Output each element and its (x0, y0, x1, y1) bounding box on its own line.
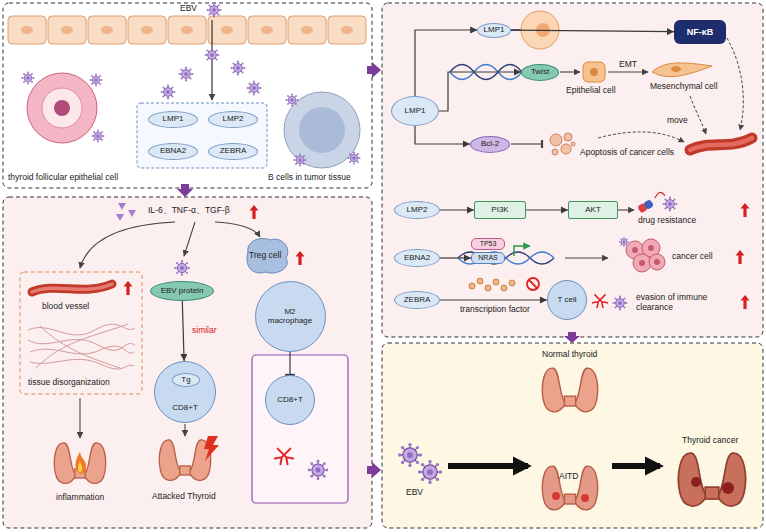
node-text: CD8+T (172, 403, 198, 412)
ebv-entry (137, 3, 267, 168)
node-text: LMP1 (405, 106, 426, 115)
connector (289, 352, 290, 376)
annotation: inflammation (56, 493, 104, 503)
annotation: transcription factor (460, 305, 530, 315)
process-box: PI3K (474, 201, 526, 219)
epithelium (8, 16, 366, 44)
node-text: EBNA2 (404, 253, 430, 262)
factor-oval: Bcl-2 (470, 136, 510, 153)
annotation: Mesenchymal cell (650, 82, 718, 92)
protein-oval: LMP2 (208, 111, 258, 128)
annotation: Attacked Thyroid (152, 492, 216, 502)
gene-tag: NRAS (471, 252, 505, 264)
factor-oval: Twist (521, 64, 559, 81)
protein-oval: LMP2 (394, 201, 440, 219)
annotation: Thyroid cancer (682, 436, 738, 446)
annotation: Apoptosis of cancer cells (580, 148, 674, 158)
lmp1-pathway (450, 11, 752, 155)
connector (511, 30, 674, 32)
annotation: evasion of immune clearance (636, 293, 716, 313)
lmp2-pathway (618, 192, 750, 217)
node-text: M2 macrophage (265, 307, 315, 325)
protein-oval: LMP1 (391, 96, 439, 126)
node-text: NRAS (478, 254, 497, 262)
annotation: Treg cell (249, 251, 281, 261)
cell-circle: T cell (547, 280, 587, 320)
annotation: move (667, 116, 688, 126)
outcome (398, 368, 746, 510)
antigen-oval: Tg (172, 373, 200, 387)
annotation: Epithelial cell (566, 86, 616, 96)
node-text: NF-κB (687, 27, 714, 37)
protein-oval: ZEBRA (208, 143, 258, 160)
node-text: CD8+T (277, 395, 303, 404)
annotation: blood vessel (42, 302, 89, 312)
nuclei (21, 26, 353, 34)
connector (440, 209, 474, 210)
process-box: NF-κB (674, 20, 726, 44)
connector (415, 30, 477, 96)
immunosuppression (247, 239, 348, 504)
connector (440, 299, 547, 300)
node-text: ZEBRA (220, 146, 247, 155)
annotation: drug resistance (638, 216, 696, 226)
cell-circle: CD8+T (265, 375, 315, 425)
annotation: AITD (559, 472, 578, 482)
panels (3, 3, 763, 528)
connector (439, 72, 521, 111)
cell-circle: CD8+T Tg (154, 361, 216, 423)
node-text: TP53 (480, 240, 497, 248)
edge-label: similar (192, 326, 217, 336)
connector (415, 126, 470, 144)
cytokines (80, 203, 260, 268)
annotation: EBV (406, 488, 423, 498)
gene-tag: TP53 (471, 238, 505, 250)
cell-circle: M2 macrophage (255, 281, 326, 352)
annotation: tissue disorganization (28, 378, 110, 388)
process-box: AKT (568, 201, 618, 219)
annotation: EMT (619, 60, 637, 70)
node-text: LMP2 (407, 205, 428, 214)
node-text: AKT (585, 205, 601, 214)
annotation: B cells in tumor tissue (268, 173, 351, 183)
node-text: LMP1 (484, 25, 505, 34)
node-text: Bcl-2 (481, 139, 499, 148)
annotation: Normal thyroid (542, 350, 597, 360)
connector (182, 301, 184, 361)
node-text: LMP1 (163, 114, 184, 123)
annotation: EBV (180, 4, 197, 14)
ebna2-pathway (458, 237, 745, 272)
node-text: EBV protein (161, 286, 204, 295)
node-text: Tg (181, 375, 190, 384)
protein-oval: EBNA2 (394, 249, 440, 267)
vessel-tissue (20, 272, 142, 483)
annotation: IL-6、TNF-α、TGF-β (148, 206, 230, 216)
b-cell (284, 92, 361, 168)
thyroid-follicle (21, 71, 104, 143)
node-text: PI3K (491, 205, 508, 214)
node-text: EBNA2 (160, 146, 186, 155)
annotation: cancer cell (672, 252, 713, 262)
connector (526, 209, 568, 210)
panel-arrows (177, 62, 580, 478)
node-text: T cell (558, 295, 577, 304)
protein-oval: EBV protein (150, 281, 214, 301)
node-text: LMP2 (223, 114, 244, 123)
node-text: ZEBRA (404, 295, 431, 304)
receptor-oval: LMP1 (477, 23, 510, 38)
connector (440, 257, 471, 258)
node-text: Twist (531, 67, 549, 76)
annotation: thyroid follicular epithelial cell (8, 173, 118, 183)
protein-oval: EBNA2 (148, 143, 198, 160)
protein-oval: LMP1 (148, 111, 198, 128)
protein-oval: ZEBRA (394, 291, 440, 309)
